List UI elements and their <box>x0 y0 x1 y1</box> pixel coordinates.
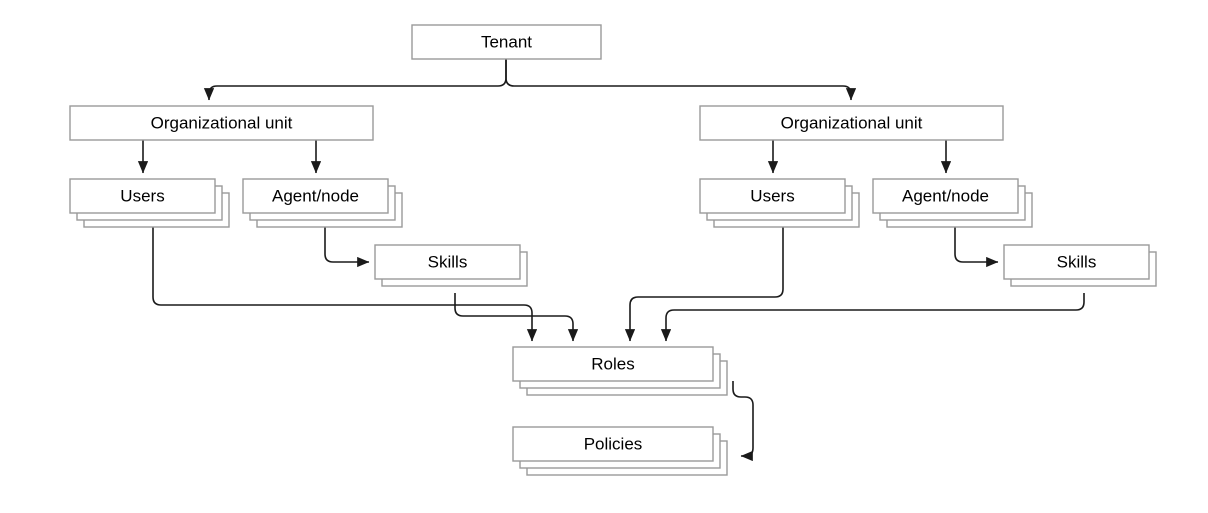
node-agent-node-right-label: Agent/node <box>902 186 989 205</box>
edge-skills-right-to-roles <box>660 293 1085 342</box>
node-org-unit-right-box <box>699 105 1004 141</box>
node-org-unit-left-label: Organizational unit <box>151 113 293 132</box>
edge-agent-left-to-skills-left <box>324 227 370 268</box>
node-policies-label: Policies <box>584 434 643 453</box>
node-users-right-box <box>699 178 846 214</box>
node-agent-node-left-box <box>242 178 389 214</box>
node-tenant[interactable]: Tenant <box>411 24 602 60</box>
node-skills-right[interactable]: Skills <box>1003 244 1157 287</box>
node-skills-right-label: Skills <box>1057 252 1097 271</box>
node-agent-node-left-label: Agent/node <box>272 186 359 205</box>
node-agent-node-right-box <box>872 178 1019 214</box>
node-policies[interactable]: Policies <box>512 426 728 476</box>
node-roles-label: Roles <box>591 354 634 373</box>
node-tenant-label: Tenant <box>481 32 532 51</box>
node-users-left-label: Users <box>120 186 164 205</box>
node-skills-left-box <box>374 244 521 280</box>
edge-tenant-to-org-right <box>505 59 857 101</box>
node-org-unit-right-label: Organizational unit <box>781 113 923 132</box>
edge-users-left-to-roles <box>152 227 538 342</box>
node-tenant-box <box>411 24 602 60</box>
node-users-right[interactable]: Users <box>699 178 860 228</box>
node-roles[interactable]: Roles <box>512 346 728 396</box>
node-org-unit-left[interactable]: Organizational unit <box>69 105 374 141</box>
node-skills-right-box <box>1003 244 1150 280</box>
edge-tenant-to-org-left <box>203 59 507 101</box>
connectors-layer <box>137 59 1085 462</box>
node-users-right-label: Users <box>750 186 794 205</box>
edge-roles-to-policies <box>732 381 754 462</box>
node-agent-node-right[interactable]: Agent/node <box>872 178 1033 228</box>
edge-users-right-to-roles <box>624 227 784 342</box>
node-agent-node-left[interactable]: Agent/node <box>242 178 403 228</box>
node-users-left-box <box>69 178 216 214</box>
node-org-unit-left-box <box>69 105 374 141</box>
node-policies-box <box>512 426 714 462</box>
node-skills-left-label: Skills <box>428 252 468 271</box>
edge-agent-right-to-skills-right <box>954 227 999 268</box>
node-users-left[interactable]: Users <box>69 178 230 228</box>
node-org-unit-right[interactable]: Organizational unit <box>699 105 1004 141</box>
edge-skills-left-to-roles <box>454 293 579 342</box>
node-roles-box <box>512 346 714 382</box>
node-skills-left[interactable]: Skills <box>374 244 528 287</box>
